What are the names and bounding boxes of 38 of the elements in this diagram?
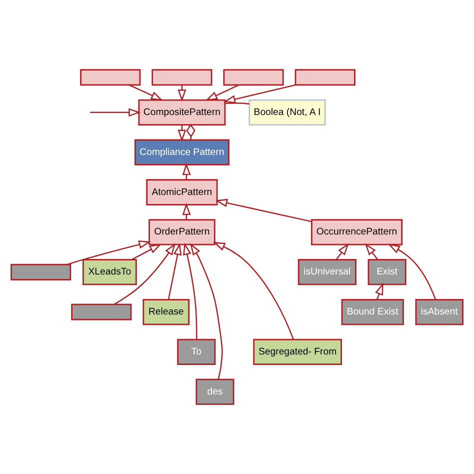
arrow <box>215 198 312 222</box>
node-box: Compliance Pattern <box>134 139 230 166</box>
arrow <box>128 84 164 101</box>
arrow <box>114 243 176 305</box>
node-box: OrderPattern <box>148 219 216 246</box>
node-box: isAbsent <box>415 298 464 326</box>
arrow <box>183 242 198 340</box>
connector <box>225 102 250 104</box>
node-box: Release <box>142 298 190 326</box>
node-box: CompositePattern <box>138 99 226 126</box>
arrow <box>190 243 223 380</box>
arrow <box>131 244 162 260</box>
arrow <box>90 108 141 117</box>
node-box: OccurrencePattern <box>310 219 403 246</box>
node-box <box>71 304 132 320</box>
arrow <box>223 84 296 104</box>
node-box: AtomicPattern <box>146 179 218 206</box>
node-box <box>294 69 356 86</box>
arrow <box>375 282 384 300</box>
node-box <box>80 69 141 86</box>
node-box: des <box>196 378 234 405</box>
node-box: Boolea (Not, A I <box>248 99 326 126</box>
arrow <box>364 243 378 260</box>
arrow <box>168 242 182 300</box>
arrow <box>388 244 436 300</box>
node-box <box>152 69 212 86</box>
node-box <box>223 69 284 86</box>
arrow <box>213 242 294 340</box>
node-box: isUniversal <box>298 259 356 286</box>
arrow <box>336 243 349 260</box>
node-box: XLeadsTo <box>82 259 137 286</box>
node-box <box>10 264 72 280</box>
node-box: To <box>177 338 216 366</box>
node-box: Bound Exist <box>341 298 404 326</box>
arrow <box>205 84 240 101</box>
node-box: Segregated- From <box>253 338 342 366</box>
arrow <box>67 240 151 266</box>
node-box: Exist <box>368 259 406 286</box>
